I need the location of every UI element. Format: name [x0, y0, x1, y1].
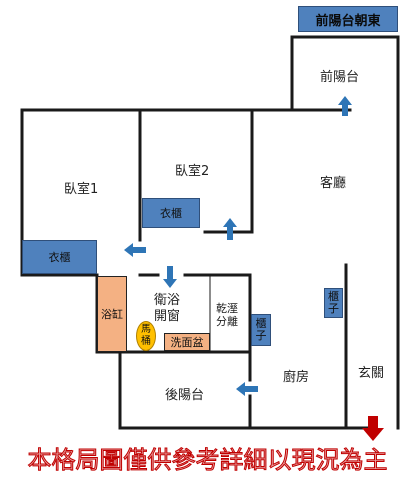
- wall-front-balcony: [290, 35, 400, 430]
- arrow-up-front-balcony: [338, 96, 352, 116]
- closet-bedroom2: 衣櫃: [142, 198, 200, 228]
- room-bedroom2: 臥室2: [175, 164, 210, 179]
- cabinet-kitchen: 櫃 子: [251, 314, 271, 346]
- disclaimer-text: 本格局圖僅供參考詳細以現況為主: [27, 446, 388, 475]
- orientation-tag: 前陽台朝東: [298, 6, 398, 32]
- arrow-left-bedroom1: [124, 243, 146, 257]
- entry-arrow: [362, 416, 384, 441]
- arrow-down-bathroom: [163, 266, 177, 288]
- arrow-up-bedroom2: [223, 218, 237, 240]
- room-kitchen: 廚房: [283, 370, 310, 385]
- arrow-left-rear-balcony: [236, 382, 258, 396]
- room-bathroom: 衛浴 開窗: [154, 293, 181, 324]
- room-front-balcony: 前陽台: [320, 70, 360, 85]
- closet-bedroom1: 衣櫃: [22, 240, 97, 274]
- toilet: 馬 桶: [136, 321, 156, 351]
- room-bedroom1: 臥室1: [64, 182, 99, 197]
- wall-bedroom1: [20, 108, 142, 277]
- room-dry-wet: 乾溼 分離: [216, 302, 238, 328]
- flow-arrows: [124, 96, 352, 396]
- washbasin: 洗面盆: [164, 333, 210, 351]
- wall-rear-balcony: [118, 350, 252, 430]
- room-rear-balcony: 後陽台: [165, 388, 205, 403]
- cabinet-entrance: 櫃 子: [324, 288, 343, 318]
- bathtub: 浴缸: [97, 276, 127, 352]
- room-entrance: 玄關: [358, 366, 385, 381]
- room-living: 客廳: [320, 176, 347, 191]
